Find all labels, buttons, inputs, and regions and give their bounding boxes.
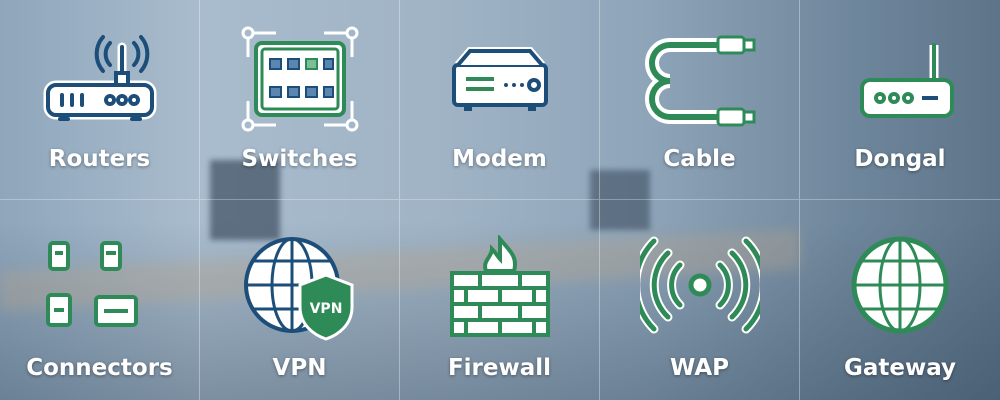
tile-modem: Modem bbox=[400, 0, 600, 200]
label-connectors: Connectors bbox=[26, 355, 173, 381]
label-vpn: VPN bbox=[272, 355, 327, 381]
label-dongal: Dongal bbox=[854, 146, 946, 172]
label-modem: Modem bbox=[452, 146, 547, 172]
label-routers: Routers bbox=[48, 146, 151, 172]
firewall-icon bbox=[450, 235, 550, 337]
label-gateway: Gateway bbox=[843, 355, 957, 381]
label-firewall: Firewall bbox=[447, 355, 552, 381]
tile-connectors: Connectors bbox=[0, 200, 200, 400]
monitor-blur bbox=[210, 160, 280, 240]
tile-firewall: Firewall bbox=[400, 200, 600, 400]
tile-routers: Routers bbox=[0, 0, 200, 200]
connectors-icon bbox=[46, 241, 138, 327]
router-icon bbox=[43, 35, 157, 121]
tile-gateway: Gateway bbox=[800, 200, 1000, 400]
tile-vpn: VPN VPN bbox=[200, 200, 400, 400]
switch-icon bbox=[241, 26, 359, 132]
tile-wap: WAP bbox=[600, 200, 800, 400]
tile-dongal: Dongal bbox=[800, 0, 1000, 200]
dongle-icon bbox=[860, 43, 954, 118]
globe-icon bbox=[851, 236, 949, 334]
cable-icon bbox=[645, 35, 756, 127]
label-switches: Switches bbox=[241, 146, 358, 172]
vpn-globe-shield-icon: VPN bbox=[244, 237, 354, 341]
tile-cable: Cable bbox=[600, 0, 800, 200]
modem-icon bbox=[452, 47, 548, 111]
tile-switches: Switches bbox=[200, 0, 400, 200]
label-cable: Cable bbox=[663, 146, 736, 172]
vpn-badge-text: VPN bbox=[310, 301, 343, 317]
wireless-access-point-icon bbox=[640, 236, 760, 334]
label-wap: WAP bbox=[670, 355, 729, 381]
monitor-blur bbox=[590, 170, 650, 230]
